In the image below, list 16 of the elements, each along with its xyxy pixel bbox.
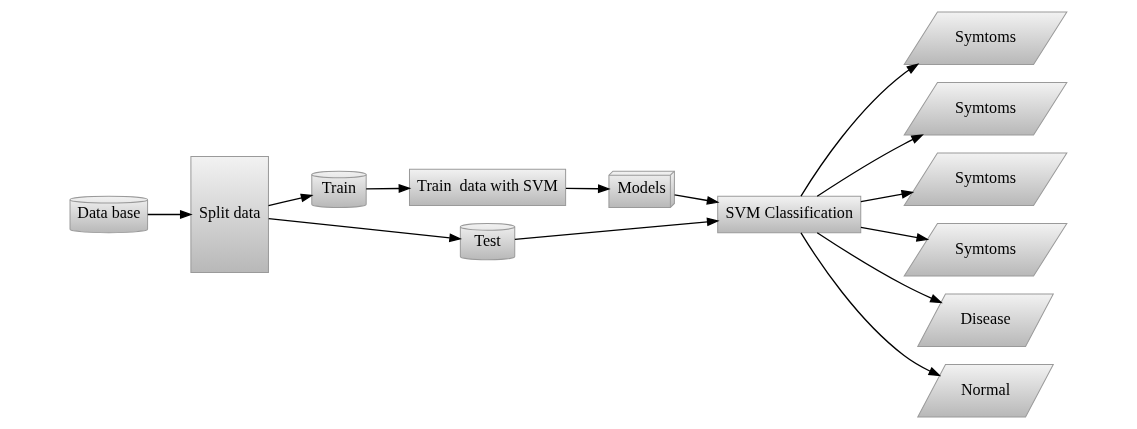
arrow bbox=[565, 184, 611, 194]
arrow bbox=[800, 63, 920, 197]
arrow bbox=[816, 232, 943, 304]
arrow bbox=[860, 226, 930, 242]
arrow bbox=[673, 194, 720, 205]
arrow bbox=[147, 210, 193, 219]
arrow bbox=[860, 189, 915, 203]
node-box: Split data bbox=[190, 156, 269, 273]
arrow bbox=[800, 232, 942, 377]
arrow bbox=[816, 134, 924, 197]
arrow bbox=[514, 217, 720, 240]
node-box: Train data with SVM bbox=[408, 168, 567, 206]
node-box: SVM Classification bbox=[717, 195, 862, 234]
arrow bbox=[268, 217, 462, 243]
arrow bbox=[365, 184, 412, 193]
arrow bbox=[267, 193, 314, 207]
